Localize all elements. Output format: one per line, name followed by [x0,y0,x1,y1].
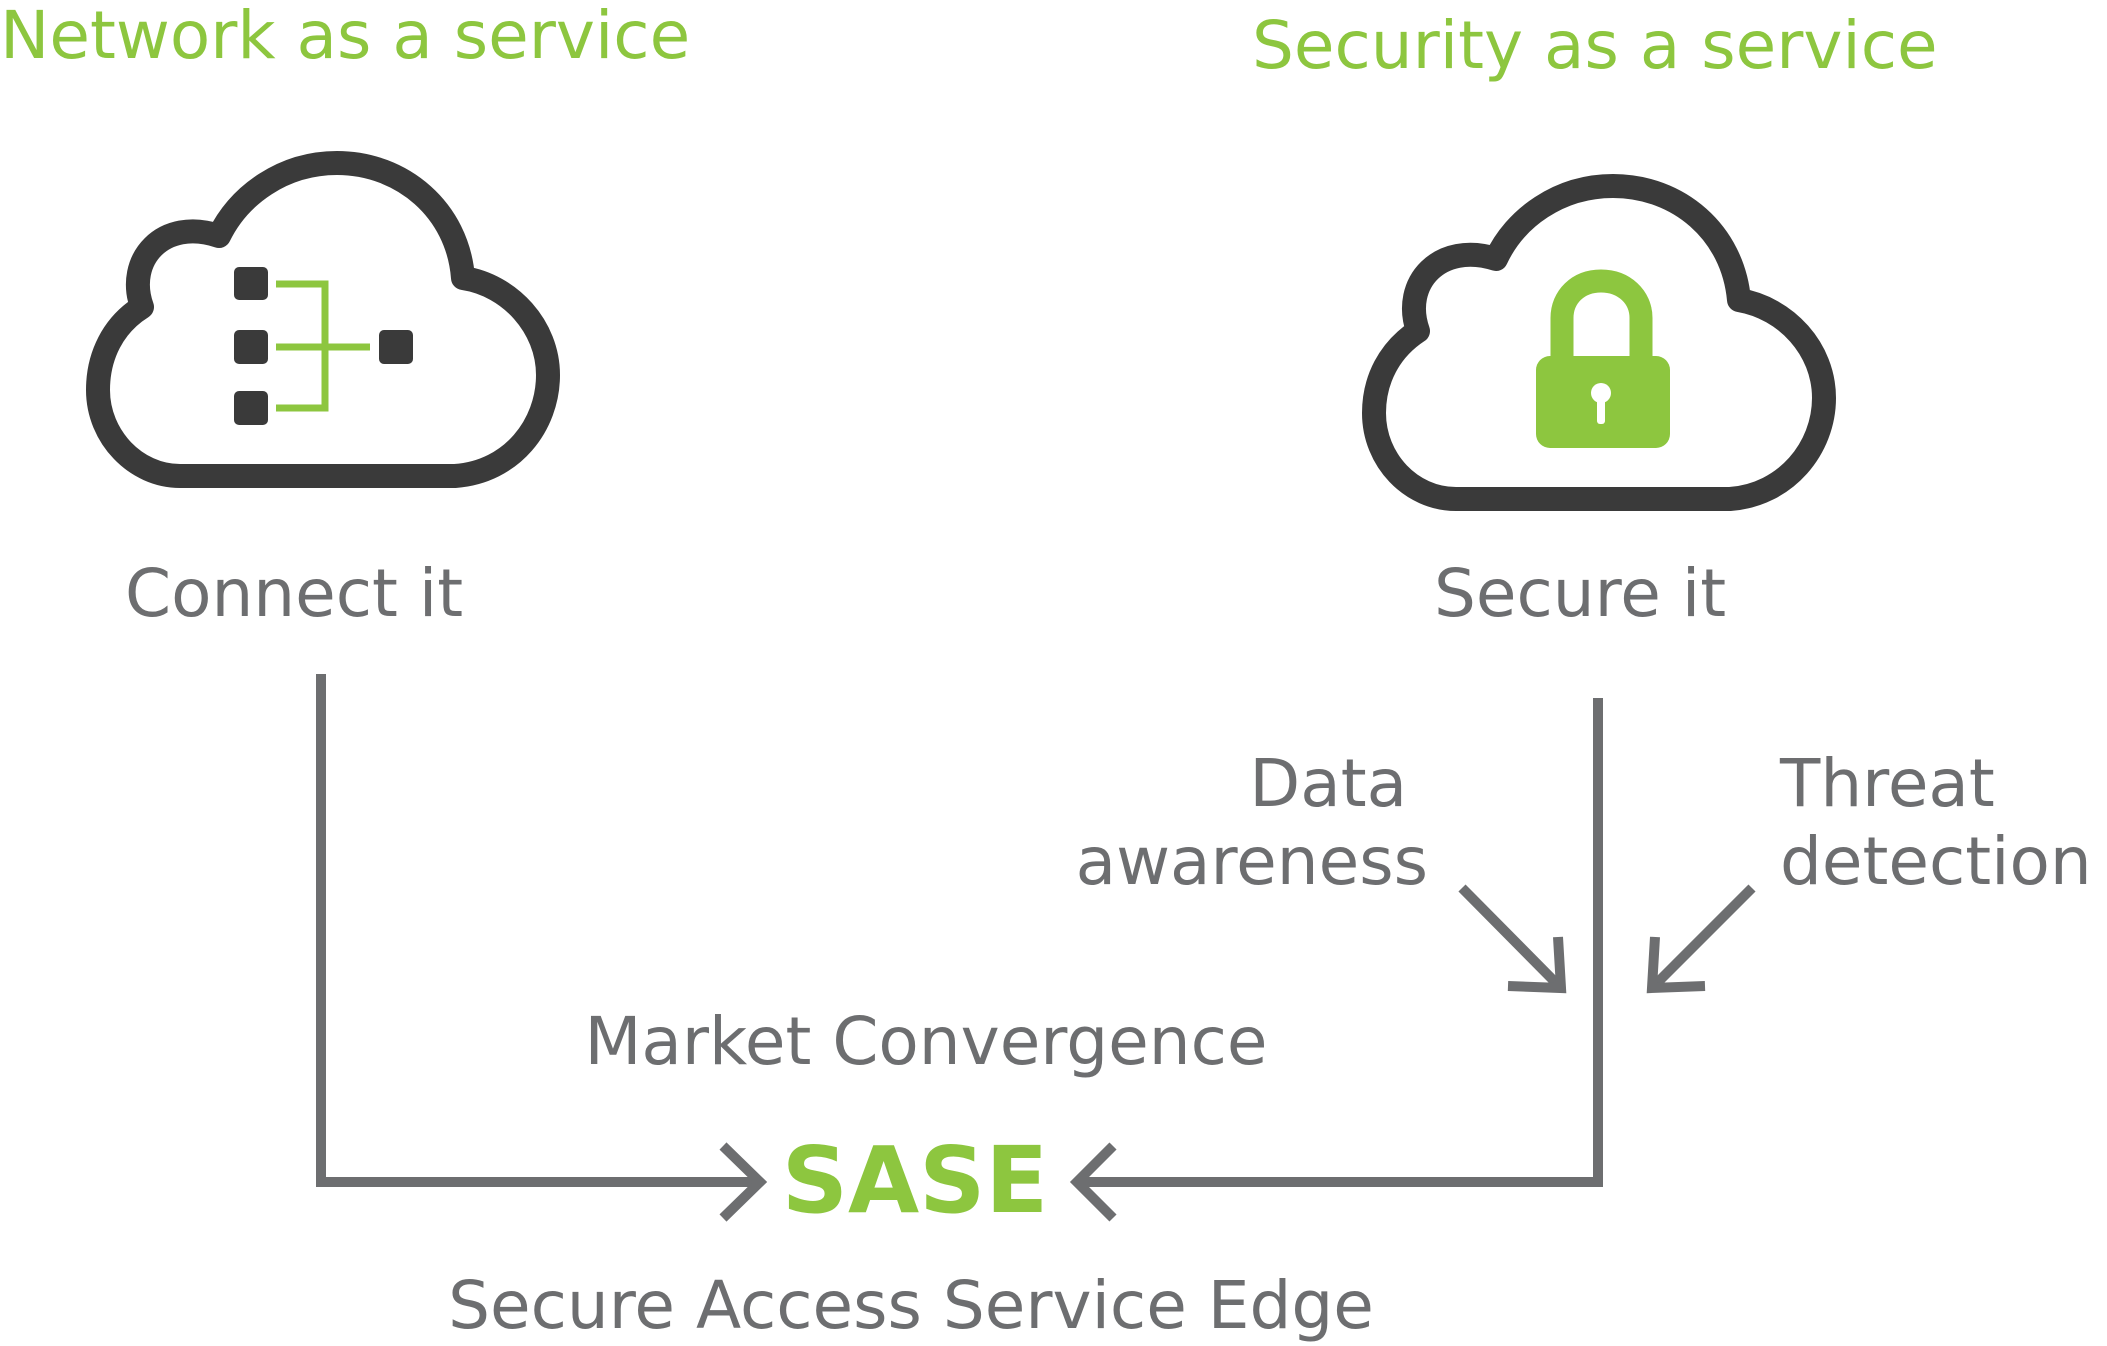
left-connector-arrow [316,674,768,1222]
cloud-lock-icon [1362,174,1836,511]
cloud-outline-left [86,151,560,488]
right-connector-arrow [1069,698,1603,1222]
label-detection: detection [1780,823,2092,900]
label-data: Data [1249,745,1407,822]
label-threat: Threat [1779,745,1995,822]
label-data-awareness: Data awareness [1076,745,1428,900]
label-market-convergence: Market Convergence [584,1003,1267,1080]
heading-security-as-a-service: Security as a service [1252,7,1938,84]
caption-secure-it: Secure it [1434,555,1726,632]
heading-network-as-a-service: Network as a service [0,0,690,74]
cloud-outline-right [1362,174,1836,511]
label-threat-detection: Threat detection [1779,745,2092,900]
network-nodes-icon [234,267,413,425]
data-awareness-arrow [1458,884,1567,994]
threat-detection-arrow [1646,884,1756,994]
caption-connect-it: Connect it [125,555,463,632]
label-secure-access-service-edge: Secure Access Service Edge [448,1267,1374,1344]
label-awareness: awareness [1076,823,1428,900]
padlock-icon [1536,269,1670,448]
label-sase: SASE [782,1127,1049,1234]
cloud-network-icon [86,151,560,488]
